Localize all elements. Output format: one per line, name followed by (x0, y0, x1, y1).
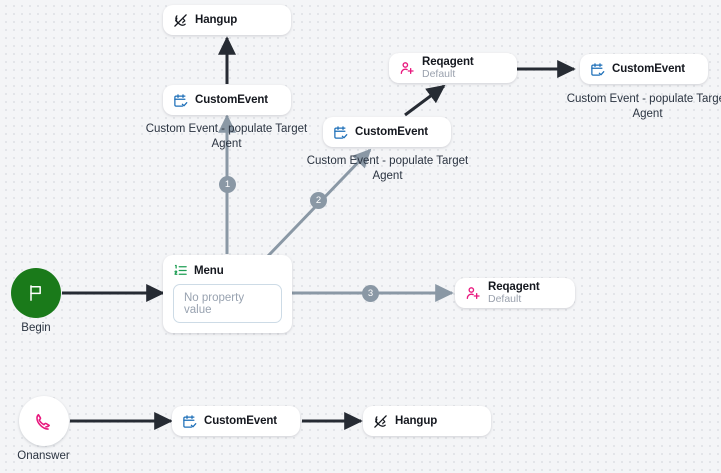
node-begin-label: Begin (21, 322, 51, 334)
user-add-icon (399, 60, 415, 76)
node-title: CustomEvent (355, 126, 429, 138)
phone-off-icon (373, 414, 388, 429)
node-title: Menu (194, 264, 224, 277)
node-customevent-bottom[interactable]: CustomEvent (172, 406, 300, 436)
node-title: CustomEvent (612, 63, 686, 75)
menu-property-field[interactable]: No property value (173, 284, 282, 323)
node-text: Reqagent Default (422, 56, 474, 81)
menu-property-placeholder: No property value (184, 291, 245, 316)
calendar-check-icon (173, 93, 188, 108)
node-customevent-mid[interactable]: CustomEvent (323, 117, 451, 147)
edge-badge-1[interactable]: 1 (219, 176, 236, 193)
node-customevent-top[interactable]: CustomEvent (163, 85, 291, 115)
calendar-check-icon (182, 414, 197, 429)
edge-label-3: Custom Event - populate TargetAgent (566, 93, 721, 120)
node-title: Reqagent (488, 280, 540, 293)
node-title: Hangup (195, 14, 238, 26)
menu-header: Menu (173, 263, 282, 278)
flag-icon (26, 283, 46, 303)
node-menu[interactable]: Menu No property value (163, 255, 292, 333)
edge-label-2: Custom Event - populate TargetAgent (306, 155, 469, 182)
edge-badge-2[interactable]: 2 (310, 192, 327, 209)
node-subtitle: Default (488, 292, 522, 305)
edge-label-1: Custom Event - populate TargetAgent (145, 123, 308, 150)
node-begin[interactable] (11, 268, 61, 318)
phone-off-icon (173, 13, 188, 28)
phone-icon (35, 412, 54, 431)
numbered-list-icon (173, 263, 188, 278)
node-subtitle: Default (422, 67, 456, 80)
node-title: CustomEvent (195, 94, 269, 106)
edge-badge-3[interactable]: 3 (362, 285, 379, 302)
user-add-icon (465, 285, 481, 301)
edge-customevent-mid-to-reqagent (404, 84, 446, 117)
node-customevent-right[interactable]: CustomEvent (580, 54, 708, 84)
node-hangup-bottom[interactable]: Hangup (363, 406, 491, 436)
node-hangup-top[interactable]: Hangup (163, 5, 291, 35)
calendar-check-icon (333, 125, 348, 140)
node-title: CustomEvent (204, 415, 278, 427)
node-onanswer[interactable] (19, 396, 69, 446)
node-title: Reqagent (422, 55, 474, 68)
node-reqagent-right[interactable]: Reqagent Default (455, 278, 575, 308)
node-title: Hangup (395, 415, 438, 427)
node-reqagent-top[interactable]: Reqagent Default (389, 53, 517, 83)
node-text: Reqagent Default (488, 281, 540, 306)
calendar-check-icon (590, 62, 605, 77)
node-onanswer-label: Onanswer (17, 450, 70, 462)
